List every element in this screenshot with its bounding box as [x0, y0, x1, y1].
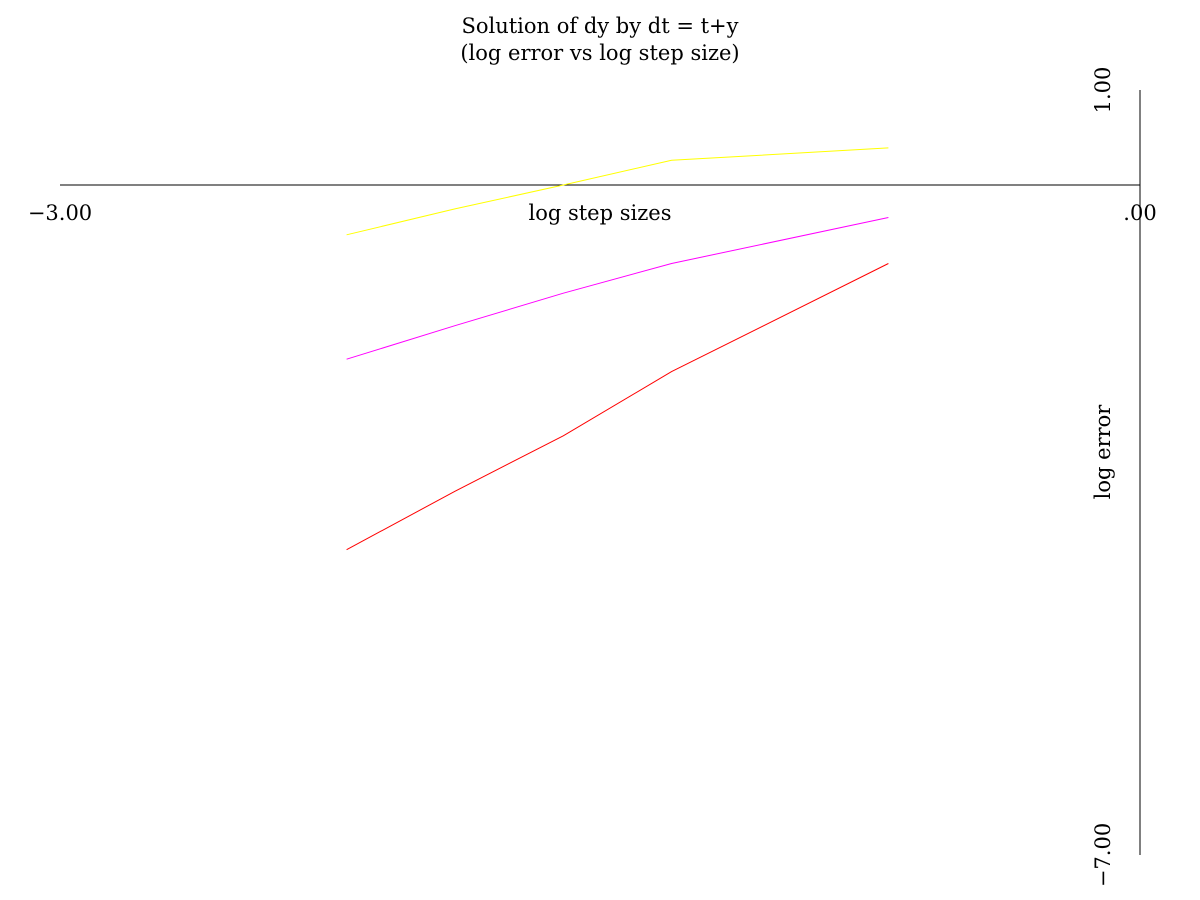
series-group: [346, 147, 889, 551]
series-line-1: [346, 147, 889, 236]
series-line-3: [346, 263, 889, 551]
chart-subtitle: (log error vs log step size): [460, 41, 739, 65]
chart-title: Solution of dy by dt = t+y: [461, 14, 738, 38]
x-tick-label-max: .00: [1123, 201, 1156, 225]
x-axis-label: log step sizes: [528, 201, 671, 225]
y-tick-label-max: 1.00: [1091, 67, 1115, 114]
y-tick-label-min: −7.00: [1091, 823, 1115, 887]
y-axis-label: log error: [1091, 404, 1115, 500]
series-line-2: [346, 217, 889, 360]
x-tick-label-min: −3.00: [28, 201, 92, 225]
